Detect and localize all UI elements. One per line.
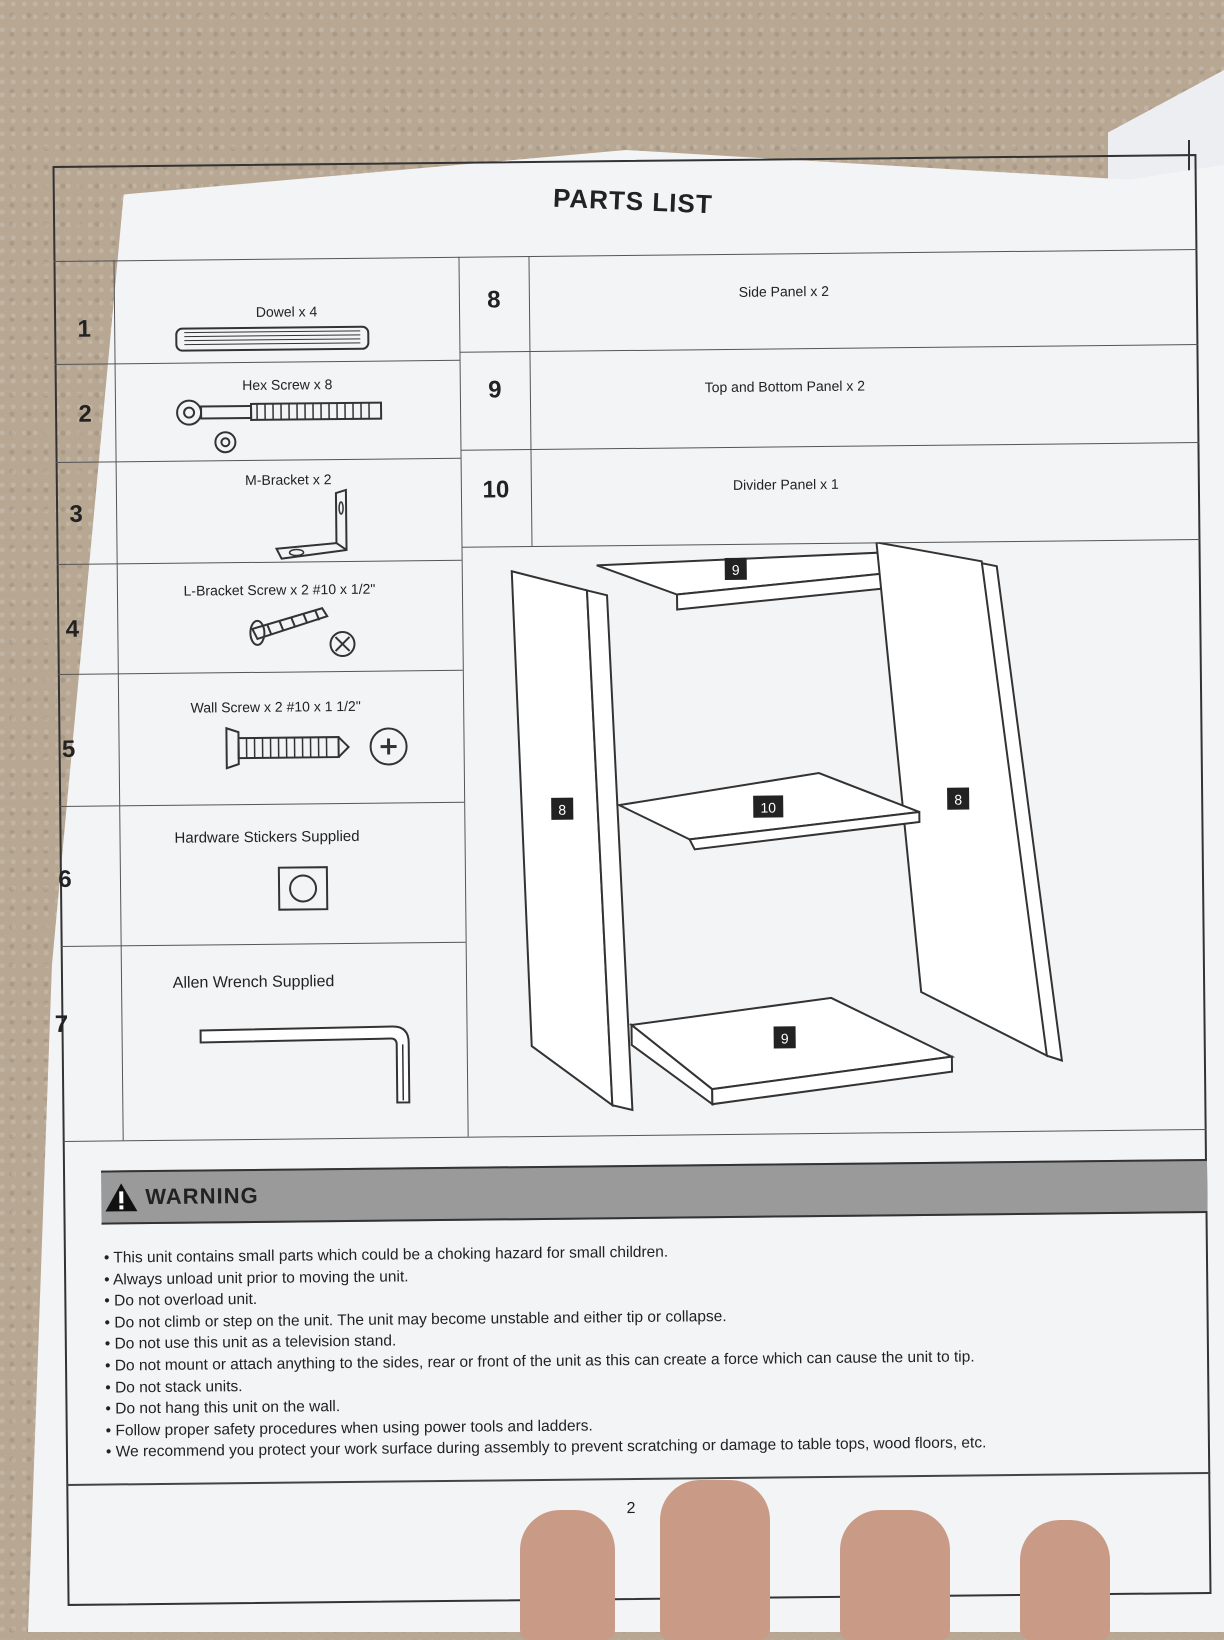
- warning-title: WARNING: [145, 1183, 259, 1210]
- diagram-tag: 8: [558, 802, 566, 818]
- part-number: 7: [31, 1011, 91, 1040]
- diagram-tag: 8: [954, 792, 962, 808]
- diagram-tag: 10: [760, 799, 776, 815]
- dowel-icon: [174, 323, 374, 355]
- warning-list: This unit contains small parts which cou…: [104, 1236, 1186, 1463]
- part-number: 8: [464, 286, 524, 315]
- part-label: Side Panel x 2: [654, 282, 914, 301]
- diagram-tag: 9: [732, 562, 740, 578]
- part-number: 1: [54, 315, 114, 344]
- part-label: Top and Bottom Panel x 2: [635, 377, 935, 396]
- sticker-icon: [275, 863, 336, 914]
- part-number: 5: [38, 736, 98, 765]
- part-number: 2: [55, 400, 115, 429]
- allen-wrench-icon: [196, 1022, 427, 1114]
- parts-list-page: PARTS LIST 1 Dowel x 4 2 Hex Screw x 8: [52, 154, 1211, 1606]
- part-label: Allen Wrench Supplied: [81, 972, 426, 994]
- part-number: 4: [42, 616, 102, 645]
- diagram-tag: 9: [781, 1030, 789, 1046]
- warning-heading: WARNING: [103, 1180, 259, 1214]
- l-bracket-screw-icon: [247, 598, 368, 659]
- fingers: [500, 1470, 1224, 1632]
- warning-icon: [103, 1181, 139, 1213]
- wall-screw-icon: [218, 722, 419, 774]
- part-number: 9: [465, 376, 525, 405]
- assembly-diagram: 9 8 10 8 9: [496, 540, 1102, 1126]
- m-bracket-icon: [266, 488, 367, 564]
- part-label: Divider Panel x 1: [656, 475, 916, 494]
- part-number: 6: [35, 866, 95, 895]
- hex-screw-icon: [175, 394, 396, 456]
- part-label: Hardware Stickers Supplied: [94, 827, 439, 848]
- part-number: 10: [466, 476, 526, 505]
- part-number: 3: [46, 500, 106, 529]
